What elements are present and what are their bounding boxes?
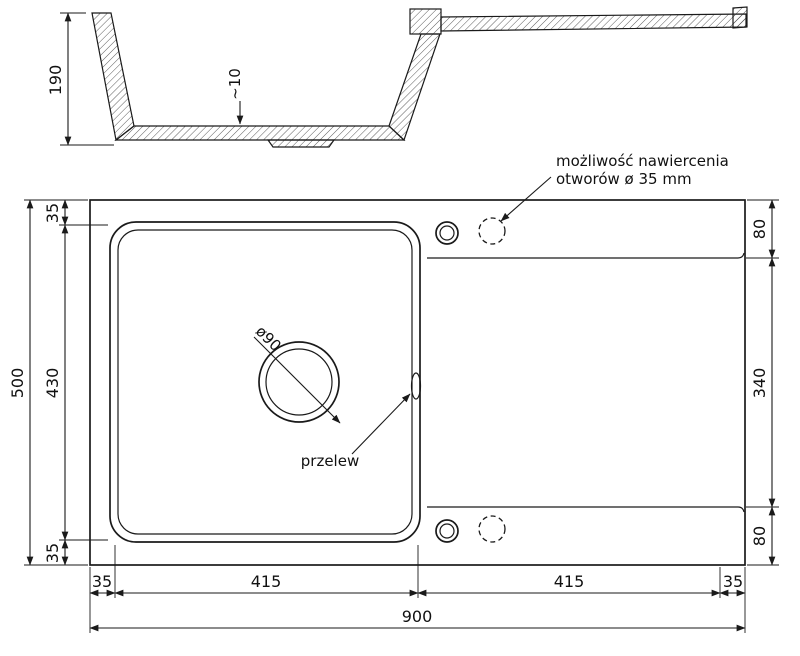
section-view: 190 ~10	[46, 6, 748, 148]
section-bottom-slab	[114, 125, 406, 141]
drill-note-leader	[500, 176, 552, 222]
dim-bottom-35-left-label: 35	[92, 572, 112, 591]
dim-900-label: 900	[402, 607, 433, 626]
sink-outline	[89, 199, 746, 566]
plan-dimensions: 500 35 430 35 80 340 80 35 415 415	[8, 199, 779, 633]
dim-bottom-415-left-label: 415	[251, 572, 282, 591]
drain-outer-circle	[258, 341, 340, 423]
drain-inner-circle	[265, 348, 333, 416]
drill-note-line1: możliwość nawiercenia	[556, 152, 729, 170]
dim-right-80-top-label: 80	[750, 219, 769, 239]
overflow-leader	[351, 393, 411, 455]
section-divider-ridge	[409, 8, 442, 35]
bowl-outer-edge	[109, 221, 421, 543]
tap-hole-bottom-inner	[439, 523, 455, 539]
optional-hole-top	[478, 217, 506, 245]
plan-view: ø90 przelew możliwość nawiercenia otworó…	[89, 152, 746, 566]
dim-bottom-415-right-label: 415	[554, 572, 585, 591]
drainer-bottom-line	[427, 506, 745, 513]
section-depth-label: 190	[46, 65, 65, 96]
drill-note-line2: otworów ø 35 mm	[556, 170, 692, 188]
dim-bottom-35-right-label: 35	[723, 572, 743, 591]
overflow-slot	[410, 372, 422, 400]
dim-500-label: 500	[8, 368, 27, 399]
tap-hole-top-inner	[439, 225, 455, 241]
section-drainer-slab	[440, 13, 747, 32]
dim-left-430-label: 430	[43, 368, 62, 399]
tap-hole-top	[435, 221, 459, 245]
drain-diameter-label: ø90	[252, 322, 285, 355]
section-left-wall	[91, 12, 135, 142]
section-thickness-label: ~10	[226, 68, 244, 100]
optional-hole-bottom	[478, 515, 506, 543]
dim-left-35-bottom-label: 35	[43, 543, 62, 563]
section-right-wall	[388, 33, 441, 142]
dim-right-340-label: 340	[750, 368, 769, 399]
drainer-top-line	[427, 252, 745, 259]
section-drain-boss	[266, 139, 336, 148]
tap-hole-bottom	[435, 519, 459, 543]
bowl-inner-edge	[117, 229, 413, 535]
section-right-lip	[732, 6, 748, 29]
dim-right-80-bottom-label: 80	[750, 526, 769, 546]
dim-left-35-top-label: 35	[43, 203, 62, 223]
drain-diameter-line	[253, 336, 341, 424]
overflow-label: przelew	[301, 452, 359, 470]
